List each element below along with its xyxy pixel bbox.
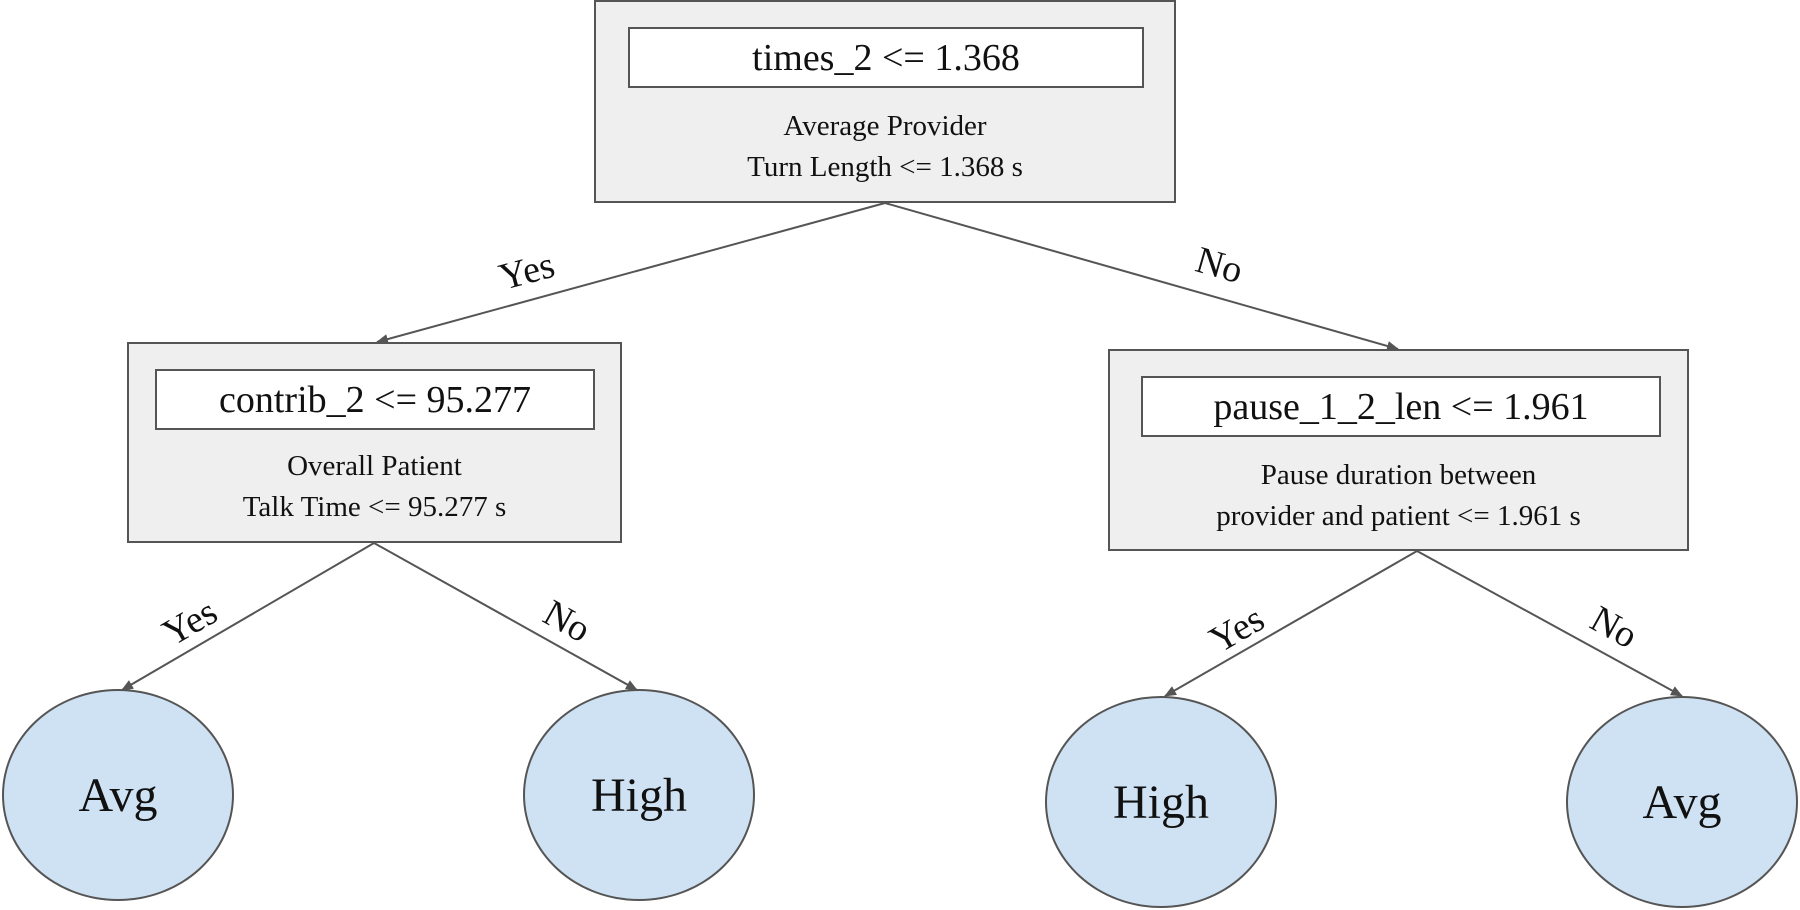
leaf-high-1: High — [523, 689, 755, 901]
leaf-avg-1: Avg — [2, 689, 234, 901]
edge-right-no — [1416, 550, 1683, 697]
edge-label-root-no: No — [1191, 239, 1247, 292]
edge-right-yes — [1164, 550, 1418, 697]
left-description-line2: Talk Time <= 95.277 s — [242, 491, 507, 523]
edge-label-left-no: No — [536, 592, 597, 651]
edge-label-right-no: No — [1583, 598, 1644, 657]
right-description-line1: Pause duration between — [1260, 459, 1537, 491]
left-condition: contrib_2 <= 95.277 — [155, 369, 595, 430]
root-condition: times_2 <= 1.368 — [628, 27, 1144, 88]
right-description: Pause duration between provider and pati… — [1110, 455, 1687, 537]
edge-left-yes — [121, 542, 375, 691]
left-description: Overall Patient Talk Time <= 95.277 s — [129, 446, 620, 528]
root-description-line1: Average Provider — [783, 110, 987, 142]
left-description-line1: Overall Patient — [287, 450, 462, 482]
edge-left-no — [373, 542, 638, 691]
root-node: times_2 <= 1.368 Average Provider Turn L… — [594, 0, 1176, 203]
leaf-avg-2: Avg — [1566, 696, 1798, 908]
right-description-line2: provider and patient <= 1.961 s — [1216, 500, 1581, 532]
root-description-line2: Turn Length <= 1.368 s — [747, 151, 1023, 183]
edge-root-no — [884, 202, 1399, 351]
right-condition: pause_1_2_len <= 1.961 — [1141, 376, 1661, 437]
leaf-high-2: High — [1045, 696, 1277, 908]
edge-label-left-yes: Yes — [156, 591, 225, 655]
right-node: pause_1_2_len <= 1.961 Pause duration be… — [1108, 349, 1689, 551]
edge-root-yes — [376, 202, 886, 344]
root-description: Average Provider Turn Length <= 1.368 s — [596, 106, 1174, 188]
left-node: contrib_2 <= 95.277 Overall Patient Talk… — [127, 342, 622, 543]
edge-label-right-yes: Yes — [1203, 598, 1272, 662]
edge-label-root-yes: Yes — [495, 244, 559, 299]
